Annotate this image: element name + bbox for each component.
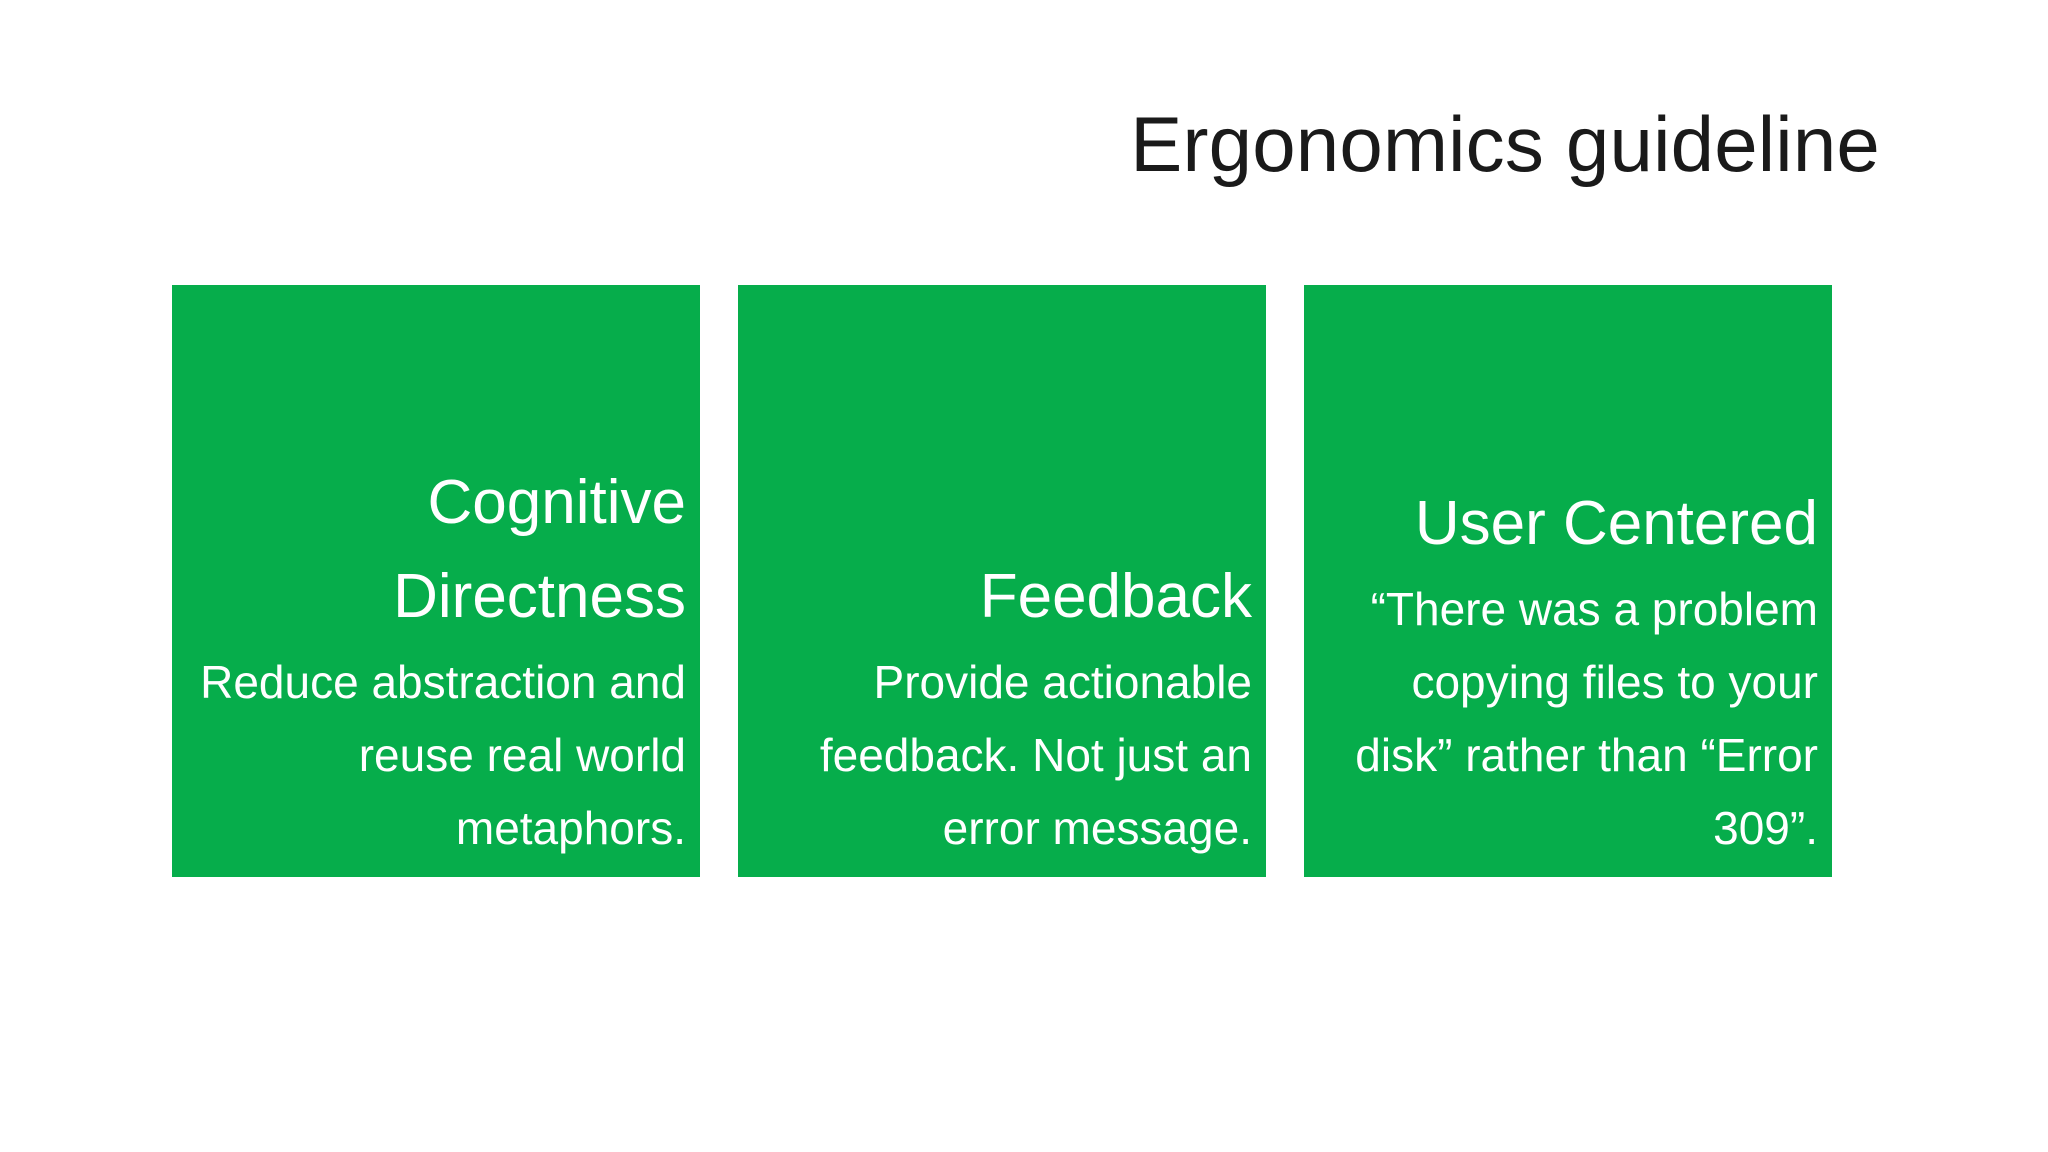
- card-cognitive-directness[interactable]: Cognitive Directness Reduce abstraction …: [172, 285, 700, 877]
- card-row: Cognitive Directness Reduce abstraction …: [172, 285, 1832, 877]
- card-body: Provide actionable feedback. Not just an…: [819, 656, 1252, 854]
- card-heading: Cognitive Directness: [393, 468, 686, 631]
- page-title: Ergonomics guideline: [1130, 100, 1880, 188]
- card-user-centered[interactable]: User Centered “There was a problem copyi…: [1304, 285, 1832, 877]
- card-body: “There was a problem copying files to yo…: [1355, 583, 1818, 854]
- card-heading: User Centered: [1414, 489, 1818, 558]
- card-body: Reduce abstraction and reuse real world …: [200, 656, 686, 854]
- card-heading: Feedback: [979, 562, 1252, 631]
- card-feedback[interactable]: Feedback Provide actionable feedback. No…: [738, 285, 1266, 877]
